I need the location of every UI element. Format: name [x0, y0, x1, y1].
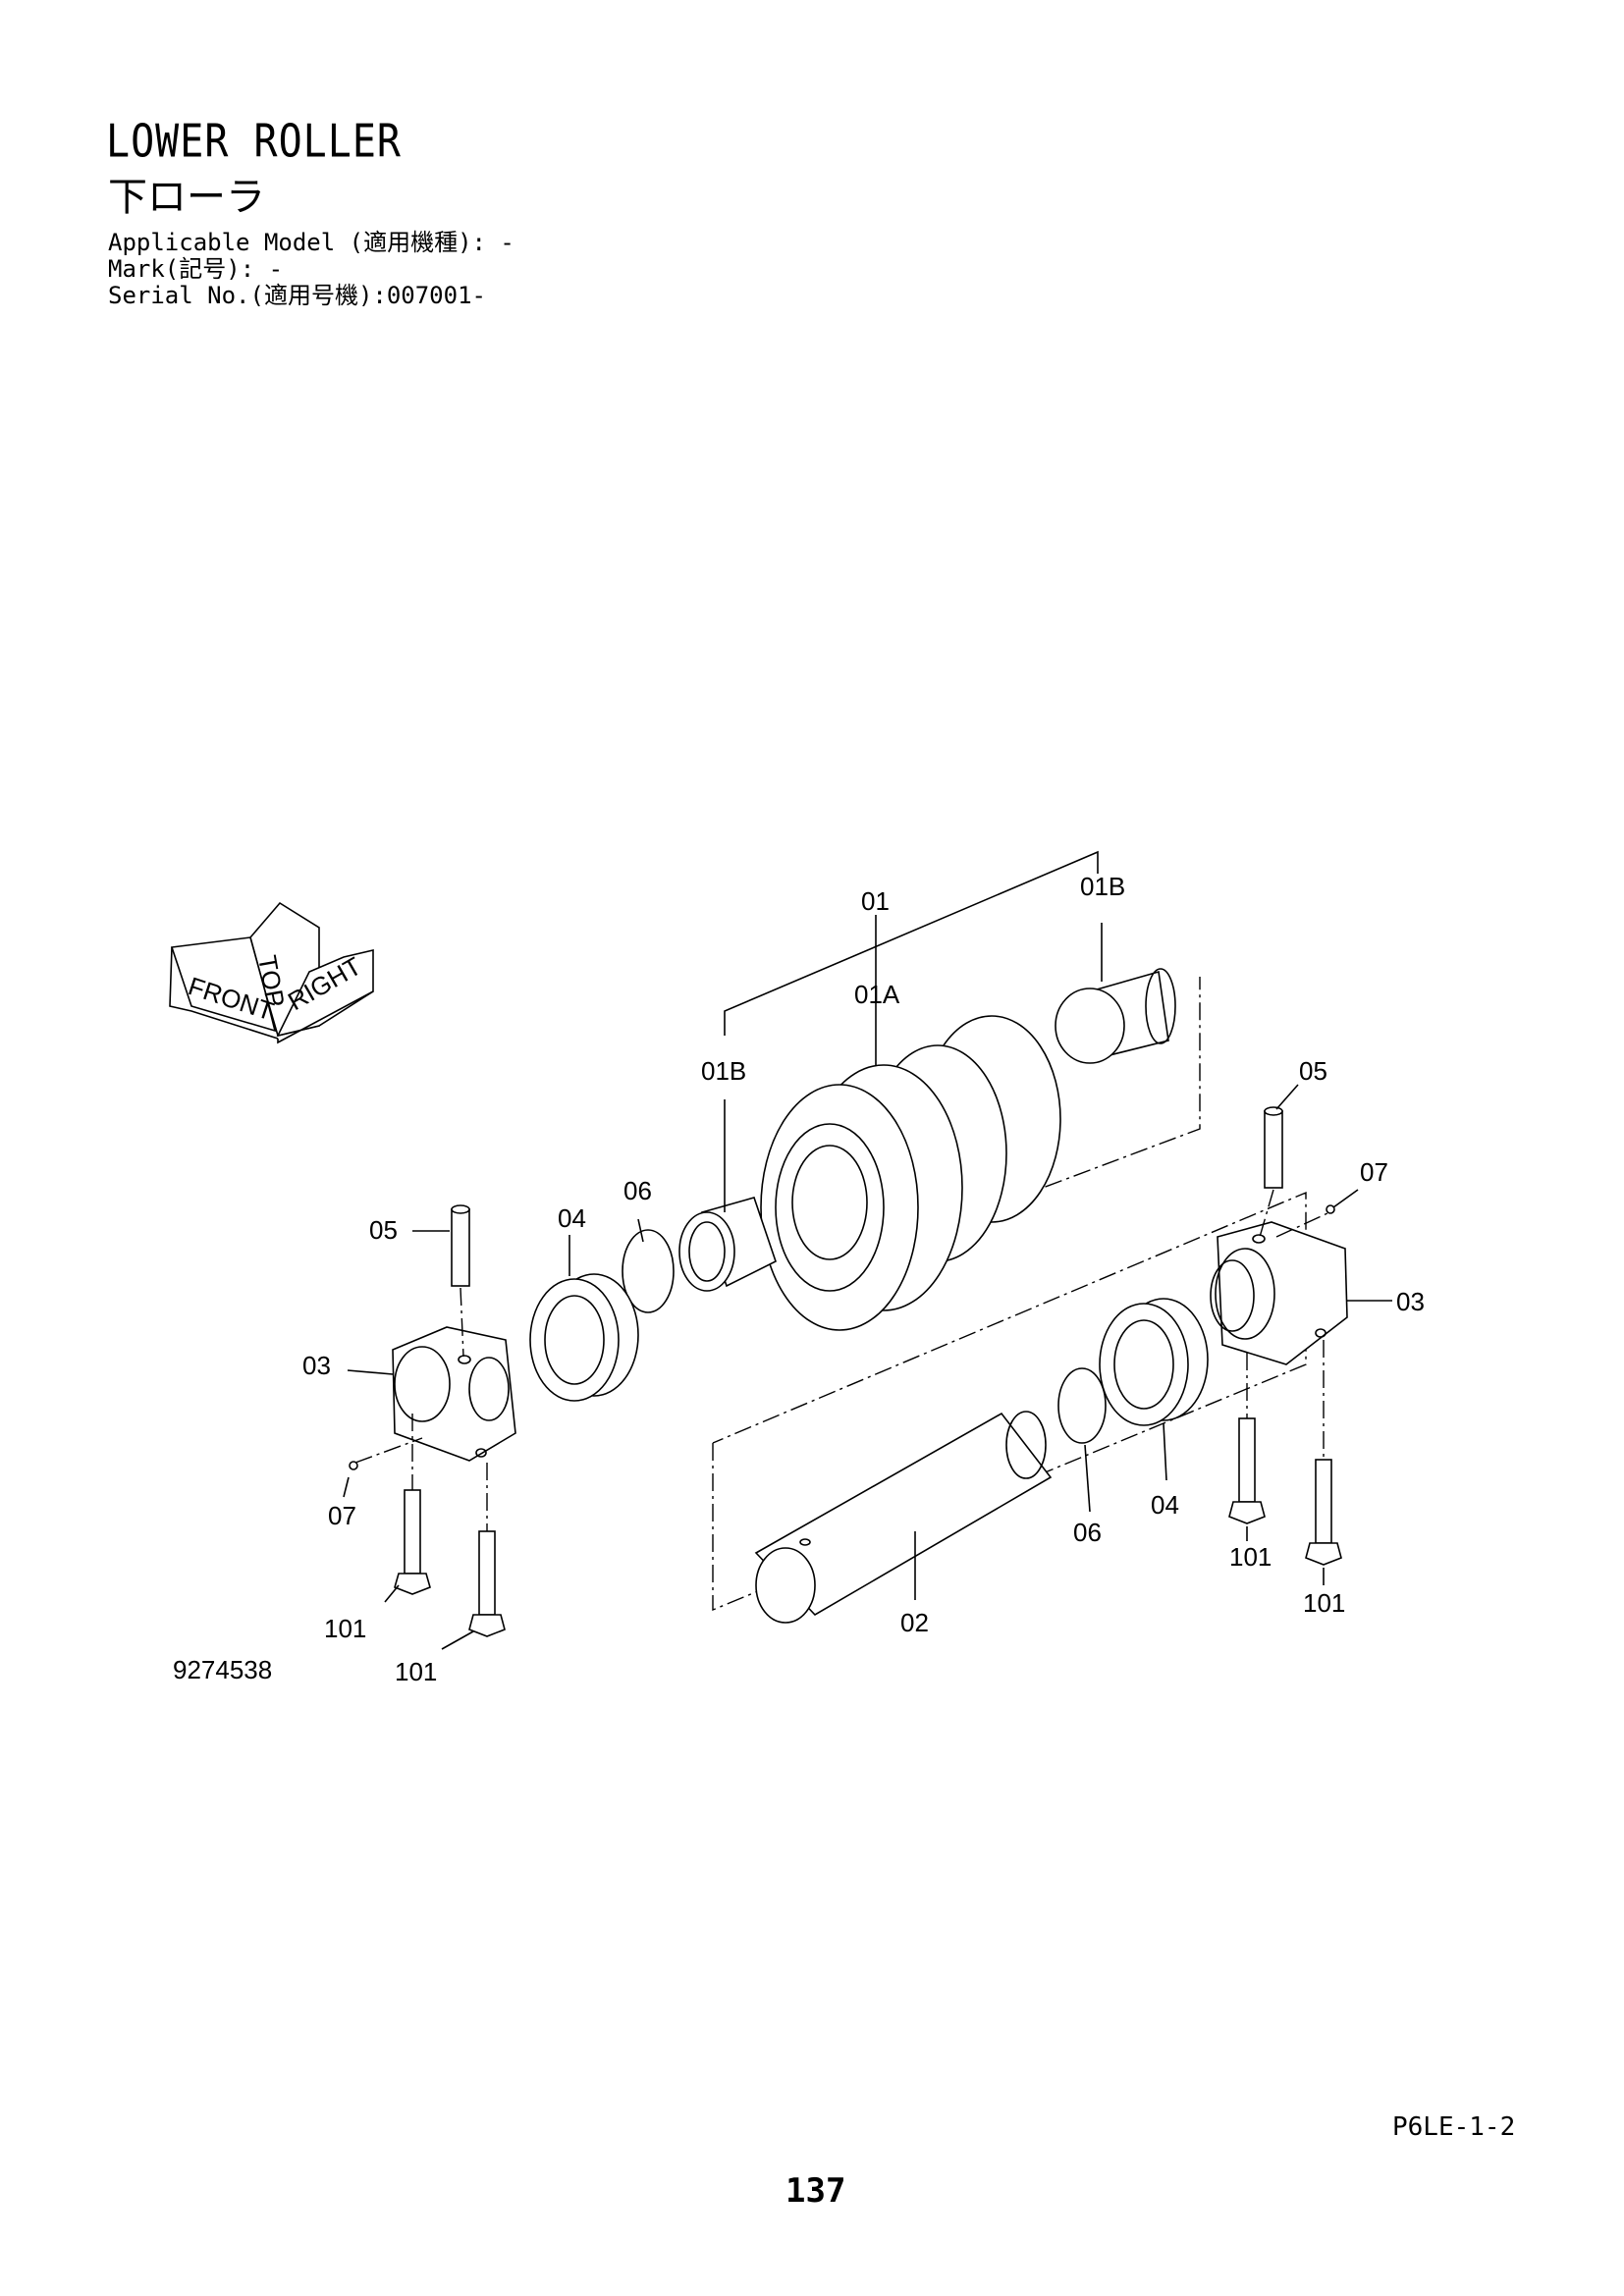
- callout-07-right: 07: [1360, 1157, 1388, 1187]
- o-ring-06-right: [1057, 1367, 1107, 1444]
- callout-03-left: 03: [302, 1351, 331, 1380]
- pin-05-left: [451, 1204, 470, 1287]
- callout-01B-left: 01B: [701, 1056, 746, 1086]
- page-code: P6LE-1-2: [1392, 2112, 1516, 2142]
- collar-03-right: [1210, 1221, 1348, 1365]
- assembly-bracket-01: [724, 850, 1099, 1065]
- o-ring-06-left: [622, 1229, 675, 1313]
- callout-101-left-a: 101: [324, 1614, 366, 1643]
- bolt-101-right-b: [1305, 1459, 1342, 1566]
- callout-04-right: 04: [1151, 1490, 1179, 1520]
- page-number: 137: [785, 2171, 846, 2211]
- drawing-number: 9274538: [173, 1655, 272, 1684]
- callout-03-right: 03: [1396, 1287, 1425, 1316]
- callout-101-right-a: 101: [1229, 1542, 1272, 1572]
- callout-06-left: 06: [623, 1176, 652, 1205]
- callout-05-right: 05: [1299, 1056, 1327, 1086]
- callout-02: 02: [900, 1608, 929, 1637]
- title-japanese: 下ローラ: [108, 175, 265, 220]
- pin-05-right: [1264, 1106, 1283, 1189]
- bushing-01B-top: [1055, 968, 1176, 1064]
- plug-07-right: [1326, 1204, 1335, 1214]
- collar-03-left: [392, 1326, 516, 1462]
- callout-01: 01: [861, 886, 890, 916]
- roller-01A: [760, 1015, 1061, 1331]
- callout-101-left-b: 101: [395, 1657, 437, 1686]
- callout-05-left: 05: [369, 1215, 398, 1245]
- shaft-02: [754, 1411, 1053, 1624]
- callout-01A: 01A: [854, 980, 900, 1009]
- leader-lines: [343, 923, 1392, 1650]
- bolt-101-left-a: [394, 1489, 431, 1595]
- bolt-101-right-a: [1228, 1417, 1266, 1524]
- callout-101-right-b: 101: [1303, 1588, 1345, 1618]
- callout-01B-top: 01B: [1080, 872, 1125, 901]
- bolt-101-left-b: [468, 1530, 506, 1637]
- plug-07-left: [349, 1461, 358, 1470]
- callout-04-left: 04: [558, 1203, 586, 1233]
- callout-07-left: 07: [328, 1501, 356, 1530]
- seal-04-left: [529, 1273, 639, 1402]
- callout-06-right: 06: [1073, 1518, 1102, 1547]
- title-english: LOWER ROLLER: [106, 116, 402, 168]
- serial-no: Serial No.(適用号機):007001-: [108, 282, 486, 309]
- orientation-indicator-icon: FRONT TOP RIGHT: [169, 901, 374, 1044]
- applicable-model: Applicable Model (適用機種): -: [108, 229, 514, 256]
- seal-04-right: [1099, 1298, 1209, 1426]
- applicability-info: Applicable Model (適用機種): - Mark(記号): - S…: [108, 230, 514, 309]
- mark: Mark(記号): -: [108, 255, 284, 283]
- bushing-01B-left: [678, 1197, 777, 1292]
